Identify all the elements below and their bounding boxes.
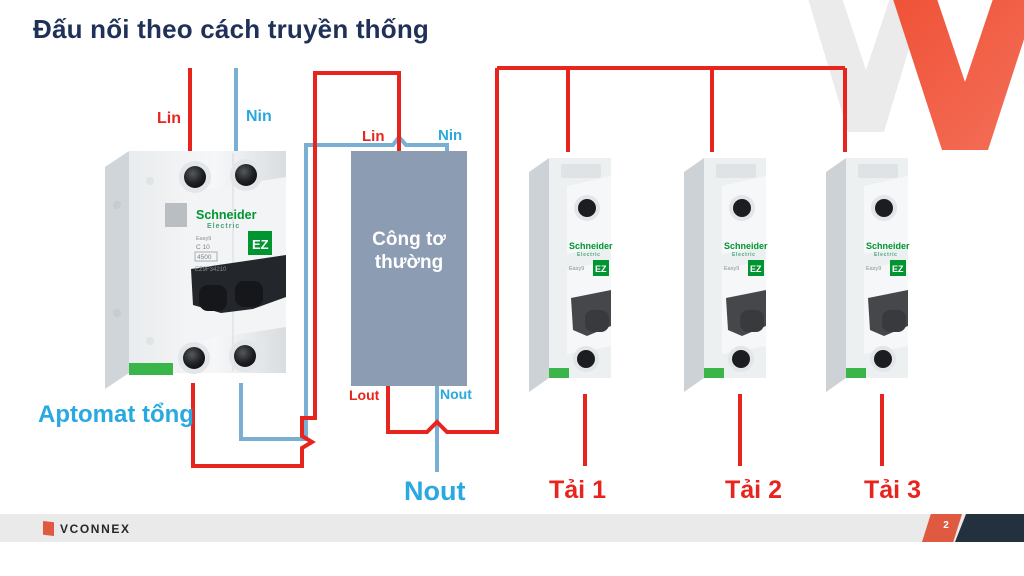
page-title: Đấu nối theo cách truyền thống <box>33 14 430 44</box>
brand-logo: VCONNEX <box>43 521 131 536</box>
svg-text:Schneider: Schneider <box>569 241 613 251</box>
page-number-text: 2 <box>943 520 949 531</box>
meter-nout-label: Nout <box>440 386 472 402</box>
svg-text:Electric: Electric <box>577 252 601 258</box>
svg-text:Electric: Electric <box>732 252 756 258</box>
load-2-caption: Tải 2 <box>725 476 782 504</box>
svg-text:4500: 4500 <box>197 254 212 261</box>
main-breaker-device: Schneider Electric Easy9 C 10 4500 EZ9F3… <box>105 151 286 389</box>
page-badge-navy-shape <box>955 514 1024 542</box>
svg-text:EZ: EZ <box>252 237 269 252</box>
main-breaker-lin-label: Lin <box>157 110 181 127</box>
brand-sub-text: Electric <box>207 223 240 230</box>
svg-text:Electric: Electric <box>874 252 898 258</box>
main-breaker-caption: Aptomat tổng <box>38 401 194 428</box>
svg-text:Easy9: Easy9 <box>724 266 739 272</box>
electricity-meter-box: Công tơ thường <box>351 151 467 386</box>
page-number-badge: 2 <box>922 514 1024 542</box>
svg-text:Schneider: Schneider <box>866 241 910 251</box>
brand-text: Schneider <box>196 208 257 222</box>
load-1-caption: Tải 1 <box>549 476 606 504</box>
neutral-output-caption: Nout <box>404 476 466 506</box>
svg-text:EZ: EZ <box>750 264 762 274</box>
svg-text:EZ: EZ <box>892 264 904 274</box>
brand-name-text: VCONNEX <box>60 521 131 536</box>
svg-text:EZ: EZ <box>595 264 607 274</box>
svg-text:EZ9F34210: EZ9F34210 <box>195 267 227 273</box>
main-breaker-nin-label: Nin <box>246 108 272 125</box>
vconnex-logo-icon <box>43 521 54 536</box>
load-breaker-1-device: Schneider Electric Easy9 EZ <box>529 158 613 392</box>
meter-label: Công tơ thường <box>372 229 446 273</box>
load-breaker-2-device: Schneider Electric Easy9 EZ <box>684 158 768 392</box>
load-3-caption: Tải 3 <box>864 476 921 504</box>
meter-lout-label: Lout <box>349 387 380 403</box>
load-breaker-3-device: Schneider Electric Easy9 EZ <box>826 158 910 392</box>
svg-text:Easy9: Easy9 <box>866 266 881 272</box>
footer-bar <box>0 514 1024 542</box>
svg-text:Schneider: Schneider <box>724 241 768 251</box>
svg-text:C 10: C 10 <box>196 244 210 251</box>
meter-nin-label: Nin <box>438 127 463 144</box>
svg-text:Easy9: Easy9 <box>196 236 211 242</box>
svg-text:Easy9: Easy9 <box>569 266 584 272</box>
meter-lin-label: Lin <box>362 128 385 145</box>
